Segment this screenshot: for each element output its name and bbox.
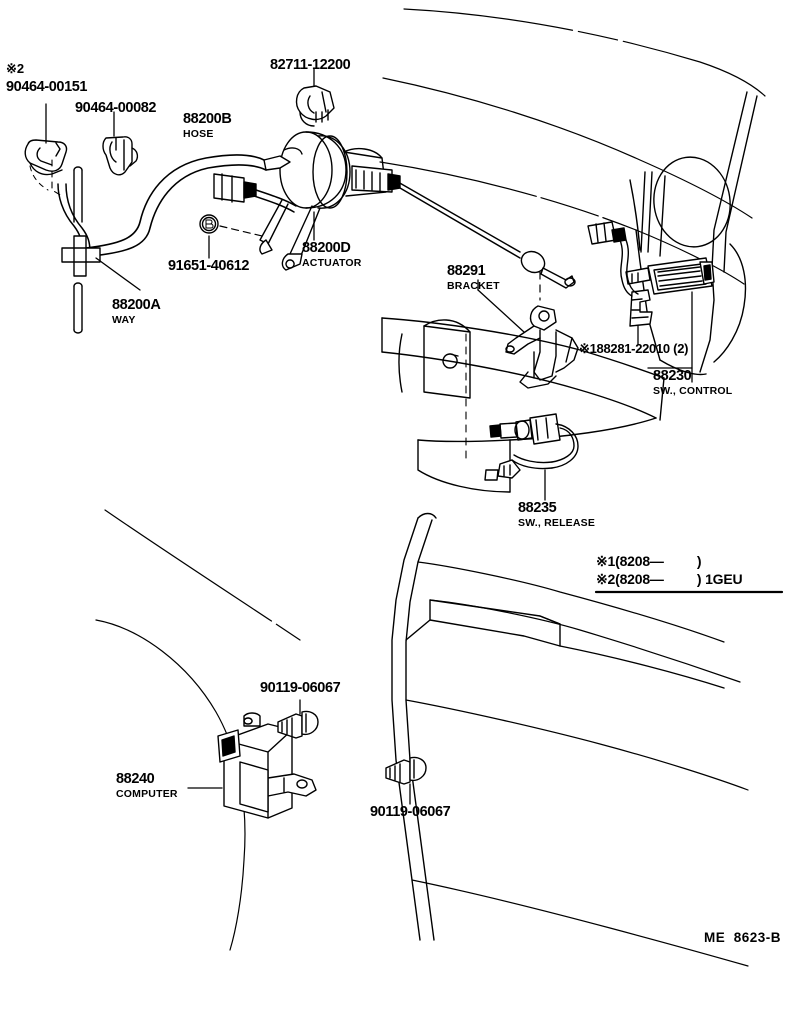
callout-88200D-name: ACTUATOR — [302, 257, 362, 269]
callout-88230: 88230 — [653, 368, 692, 384]
callout-82711-12200: 82711-12200 — [270, 57, 351, 73]
callout-88200A-name: WAY — [112, 314, 136, 326]
callout-88240-name: COMPUTER — [116, 788, 178, 800]
callout-91651-40612: 91651-40612 — [168, 258, 250, 274]
callout-88240: 88240 — [116, 771, 155, 787]
callout-88200D: 88200D — [302, 240, 351, 256]
callout-88235: 88235 — [518, 500, 557, 516]
callout-90464-00082: 90464-00082 — [75, 100, 157, 116]
callout-88200B-name: HOSE — [183, 128, 214, 140]
callout-90119-06067-bottom: 90119-06067 — [370, 804, 451, 820]
note-line-1: ※1(8208— ) — [596, 553, 702, 569]
callout-90119-06067-top: 90119-06067 — [260, 680, 341, 696]
callout-88200B: 88200B — [183, 111, 232, 127]
footer-code: ME 8623-B — [704, 930, 782, 945]
callout-88281-22010: ※188281-22010 (2) — [579, 341, 689, 356]
asterisk-2-marker: ※2 — [6, 61, 25, 76]
note-line-2: ※2(8208— ) 1GEU — [596, 571, 743, 587]
callout-90464-00151: 90464-00151 — [6, 79, 88, 95]
callout-88200A: 88200A — [112, 297, 161, 313]
callout-88291: 88291 — [447, 263, 486, 279]
callout-88235-name: SW., RELEASE — [518, 517, 596, 529]
callout-88291-name: BRACKET — [447, 280, 500, 292]
callout-88230-name: SW., CONTROL — [653, 385, 733, 397]
